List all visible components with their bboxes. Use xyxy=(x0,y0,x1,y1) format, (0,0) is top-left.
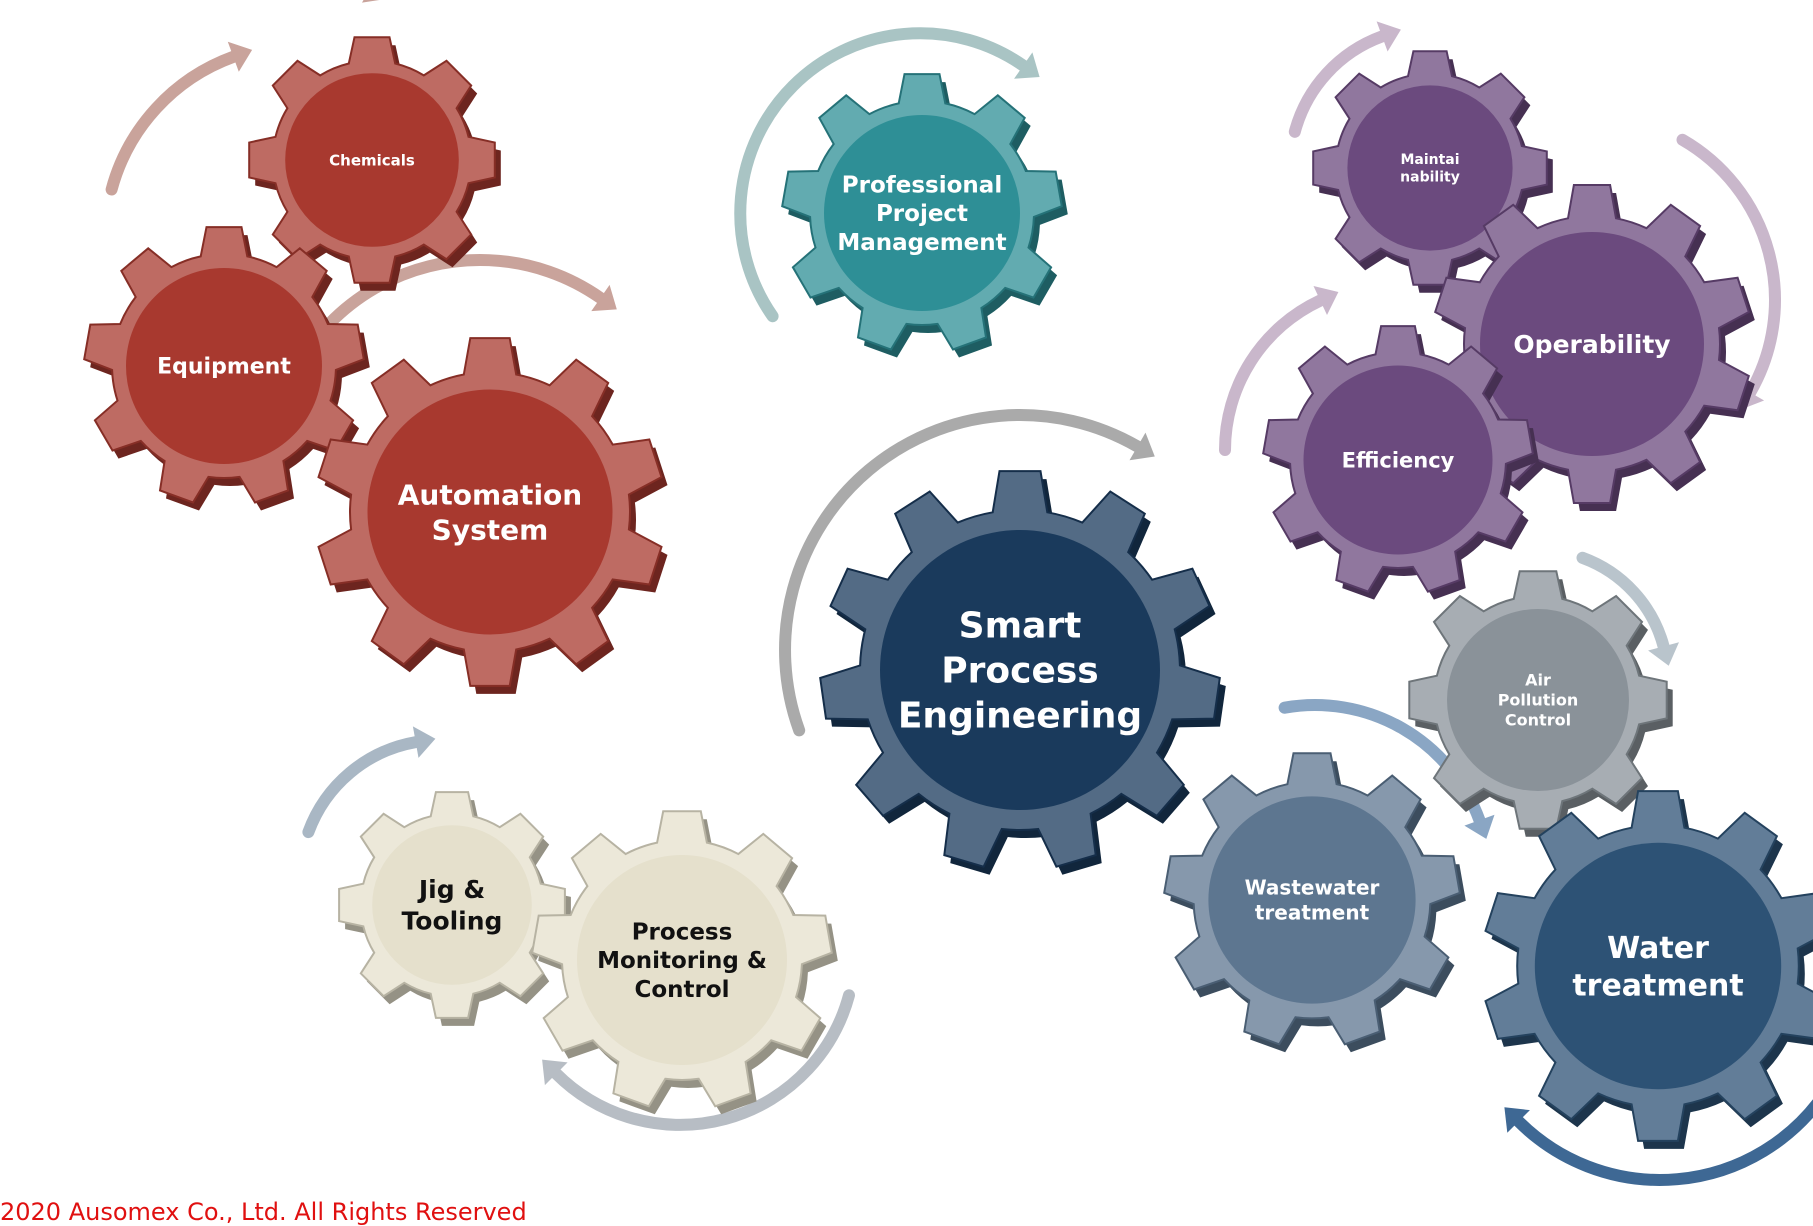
circular-arrow-1 xyxy=(105,50,240,196)
gear-label: Efficiency xyxy=(1342,448,1455,472)
gear-hub xyxy=(1208,796,1416,1004)
circular-arrow-12 xyxy=(550,989,855,1131)
arrowhead-icon xyxy=(412,726,436,758)
gear-jig-tooling: Jig &Tooling xyxy=(338,791,571,1026)
gear-label: Control xyxy=(1505,711,1571,730)
gear-label: Automation xyxy=(398,478,582,511)
gear-hub xyxy=(285,73,459,247)
gear-label: Engineering xyxy=(898,696,1142,737)
gear-label: Project xyxy=(876,201,968,227)
gear-hub xyxy=(577,855,787,1065)
arrowhead-icon xyxy=(1464,814,1495,839)
gear-label: Water xyxy=(1607,931,1709,966)
gear-label: Equipment xyxy=(157,355,291,380)
arrowhead-icon xyxy=(227,41,253,72)
arrowhead-icon xyxy=(1376,21,1401,52)
circular-arrow-8 xyxy=(1219,294,1327,456)
arrowhead-icon xyxy=(591,284,617,312)
circular-arrow-5 xyxy=(779,409,1144,737)
gear-hub xyxy=(824,115,1020,311)
circular-arrow-13 xyxy=(302,736,422,839)
circular-arrow-7 xyxy=(1676,133,1781,399)
gear-label: Jig & xyxy=(417,875,485,904)
arrowhead-icon xyxy=(1014,52,1040,79)
gear-hub xyxy=(1447,609,1629,791)
gear-label: Monitoring & xyxy=(597,948,767,974)
gear-label: Smart xyxy=(959,606,1082,647)
circular-arrow-6 xyxy=(1288,30,1389,138)
gear-label: System xyxy=(432,513,549,546)
gear-label: Pollution xyxy=(1498,691,1579,710)
gear-label: Control xyxy=(634,977,729,1003)
gear-label: Maintai xyxy=(1400,152,1459,168)
gear-equipment: Equipment xyxy=(83,226,370,511)
gear-hub xyxy=(367,389,613,635)
gear-label: Process xyxy=(941,651,1098,692)
gear-label: Chemicals xyxy=(329,151,415,169)
gear-efficiency: Efficiency xyxy=(1262,325,1539,600)
arrowhead-icon xyxy=(1648,642,1679,666)
gear-label: Tooling xyxy=(402,906,503,935)
gear-label: nability xyxy=(1400,170,1460,186)
gear-hub xyxy=(1347,85,1513,251)
gear-label: Management xyxy=(837,230,1006,256)
circular-arrow-11 xyxy=(1512,1099,1813,1186)
gear-label: Professional xyxy=(842,172,1002,198)
arrowhead-icon xyxy=(1313,286,1339,315)
copyright-text: 2020 Ausomex Co., Ltd. All Rights Reserv… xyxy=(0,1198,527,1226)
gear-hub xyxy=(126,268,322,464)
gear-label: Wastewater xyxy=(1245,876,1380,900)
circular-arrow-9 xyxy=(1576,551,1670,653)
arrowhead-icon xyxy=(542,1059,568,1086)
gear-hub xyxy=(1534,842,1782,1090)
gear-hub xyxy=(1303,365,1493,555)
arrowhead-icon xyxy=(1504,1107,1530,1133)
circular-arrow-4 xyxy=(734,27,1030,323)
gear-label: Operability xyxy=(1513,330,1670,359)
gear-hub xyxy=(372,825,532,985)
gear-label: treatment xyxy=(1255,901,1370,925)
gear-hub xyxy=(880,530,1160,810)
gear-hub xyxy=(1480,232,1704,456)
gear-label: Process xyxy=(632,919,733,945)
arrowhead-icon xyxy=(362,0,380,3)
gear-label: treatment xyxy=(1572,968,1743,1003)
gear-label: Air xyxy=(1525,671,1551,690)
arrowhead-icon xyxy=(1129,432,1155,461)
gear-chemicals: Chemicals xyxy=(248,36,501,291)
